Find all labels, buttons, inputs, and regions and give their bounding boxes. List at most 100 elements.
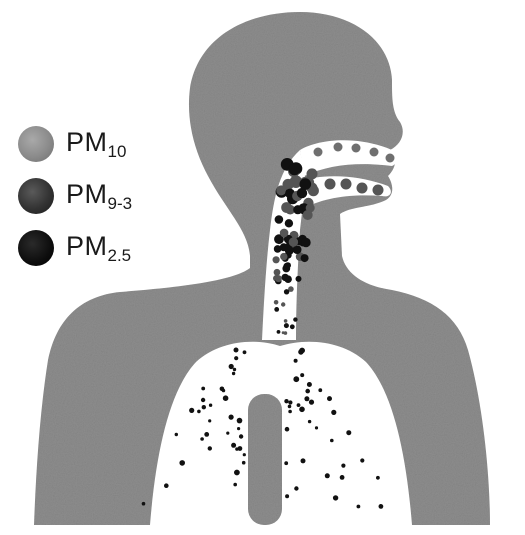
legend-label: PM2.5 <box>66 231 131 266</box>
particle-pm10 <box>357 183 368 194</box>
particle-pm2-5 <box>175 433 178 436</box>
particle-pm2-5 <box>360 458 364 462</box>
particle-pm2-5 <box>284 461 288 465</box>
particle-pm2-5 <box>285 494 289 498</box>
particle-pm2-5 <box>233 483 237 487</box>
legend-item-pm2-5: PM2.5 <box>18 222 132 274</box>
particle-pm2-5 <box>327 396 332 401</box>
particle-pm2-5 <box>318 388 322 392</box>
particle-pm2-5 <box>357 505 361 509</box>
particle-pm10 <box>325 179 336 190</box>
particle-pm2-5 <box>197 410 201 414</box>
particle-pm10 <box>334 143 343 152</box>
particle-pm9-3 <box>273 256 280 263</box>
particle-pm9-3 <box>275 275 282 282</box>
particle-pm9-3 <box>290 324 295 329</box>
particle-pm2-5 <box>294 359 298 363</box>
particle-pm9-3 <box>285 262 291 268</box>
particle-pm2-5 <box>379 504 384 509</box>
particle-pm2-5 <box>242 461 246 465</box>
particle-pm10 <box>314 148 323 157</box>
particle-pm2-5 <box>209 404 212 407</box>
particle-pm2-5 <box>229 364 234 369</box>
particle-pm2-5 <box>234 348 239 353</box>
particle-pm10 <box>386 154 395 163</box>
particle-pm2-5 <box>333 495 338 500</box>
particle-pm9-3 <box>284 319 288 323</box>
particle-pm2-5 <box>293 376 299 382</box>
particle-pm10 <box>370 148 379 157</box>
particle-pm2-5 <box>309 400 314 405</box>
particle-pm9-3 <box>293 205 302 214</box>
pm10-particle-icon <box>18 126 54 162</box>
particle-pm2-5 <box>299 407 305 413</box>
particle-pm9-3 <box>274 269 281 276</box>
particle-legend: PM10 PM9-3 PM2.5 <box>18 118 132 274</box>
particle-pm2-5 <box>201 398 205 402</box>
particle-pm2-5 <box>341 464 345 468</box>
particle-pm9-3 <box>288 163 300 175</box>
particle-pm2-5 <box>234 356 238 360</box>
particle-pm9-3 <box>284 331 288 335</box>
mediastinum-column <box>248 394 282 525</box>
particle-pm2-5 <box>304 396 309 401</box>
particle-pm2-5 <box>300 373 304 377</box>
particle-pm2-5 <box>288 405 292 409</box>
particle-pm9-3 <box>274 307 279 312</box>
particle-pm2-5 <box>308 420 311 423</box>
particle-pm2-5 <box>307 382 312 387</box>
legend-label: PM10 <box>66 127 126 162</box>
particle-pm2-5 <box>231 443 236 448</box>
particle-pm9-3 <box>275 215 284 224</box>
particle-pm2-5 <box>330 439 334 443</box>
particle-pm2-5 <box>237 427 240 430</box>
particle-pm2-5 <box>298 349 303 354</box>
particle-pm9-3 <box>284 323 289 328</box>
particle-pm2-5 <box>325 473 330 478</box>
particle-pm9-3 <box>280 229 289 238</box>
particle-pm2-5 <box>222 389 225 392</box>
particle-pm9-3 <box>284 289 289 294</box>
particle-pm2-5 <box>232 372 235 375</box>
particle-pm9-3 <box>280 243 288 251</box>
particle-pm2-5 <box>376 476 380 480</box>
pm9-3-particle-icon <box>18 178 54 214</box>
particle-pm9-3 <box>293 317 297 321</box>
particle-pm2-5 <box>315 426 318 429</box>
particle-pm2-5 <box>229 415 234 420</box>
particle-pm2-5 <box>204 432 209 437</box>
legend-label: PM9-3 <box>66 179 132 214</box>
particle-pm9-3 <box>300 178 312 190</box>
particle-pm2-5 <box>233 368 236 371</box>
legend-item-pm9-3: PM9-3 <box>18 170 132 222</box>
legend-item-pm10: PM10 <box>18 118 132 170</box>
particle-pm2-5 <box>288 410 292 414</box>
particle-pm2-5 <box>234 470 240 476</box>
particle-pm9-3 <box>301 238 310 247</box>
particle-pm9-3 <box>274 300 279 305</box>
particle-pm9-3 <box>282 274 289 281</box>
particle-pm9-3 <box>285 219 293 227</box>
particle-pm2-5 <box>239 434 243 438</box>
particle-pm2-5 <box>226 432 229 435</box>
particle-pm10 <box>352 144 361 153</box>
particle-pm2-5 <box>200 437 204 441</box>
particle-pm9-3 <box>276 185 286 195</box>
particle-pm2-5 <box>284 399 288 403</box>
particle-pm9-3 <box>277 330 281 334</box>
particle-pm2-5 <box>201 387 205 391</box>
particle-pm2-5 <box>238 446 243 451</box>
particle-pm2-5 <box>189 408 194 413</box>
particle-pm2-5 <box>297 403 301 407</box>
particle-pm9-3 <box>281 302 285 306</box>
particle-pm9-3 <box>280 253 287 260</box>
particle-pm2-5 <box>208 419 211 422</box>
particle-pm2-5 <box>243 453 246 456</box>
particle-pm10 <box>373 185 384 196</box>
pm2-5-particle-icon <box>18 230 54 266</box>
particle-pm2-5 <box>288 400 292 404</box>
particle-pm2-5 <box>243 350 247 354</box>
particle-pm9-3 <box>289 237 298 246</box>
particle-pm2-5 <box>202 405 206 409</box>
particle-pm2-5 <box>301 458 306 463</box>
